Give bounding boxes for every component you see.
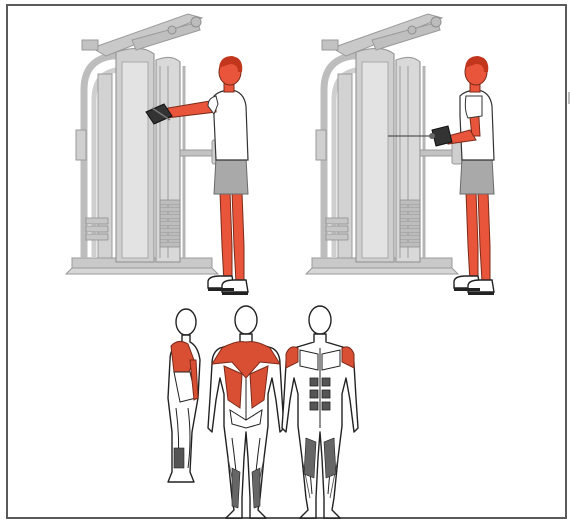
anatomy-side-view [168,309,200,482]
anatomy-front-view [282,306,358,518]
end-position-panel [306,14,494,295]
start-position-panel [66,14,248,295]
cable-machine-icon [66,14,222,274]
anatomy-back-view [208,306,284,518]
cable-handle-icon [429,126,452,146]
person-figure [448,56,494,295]
